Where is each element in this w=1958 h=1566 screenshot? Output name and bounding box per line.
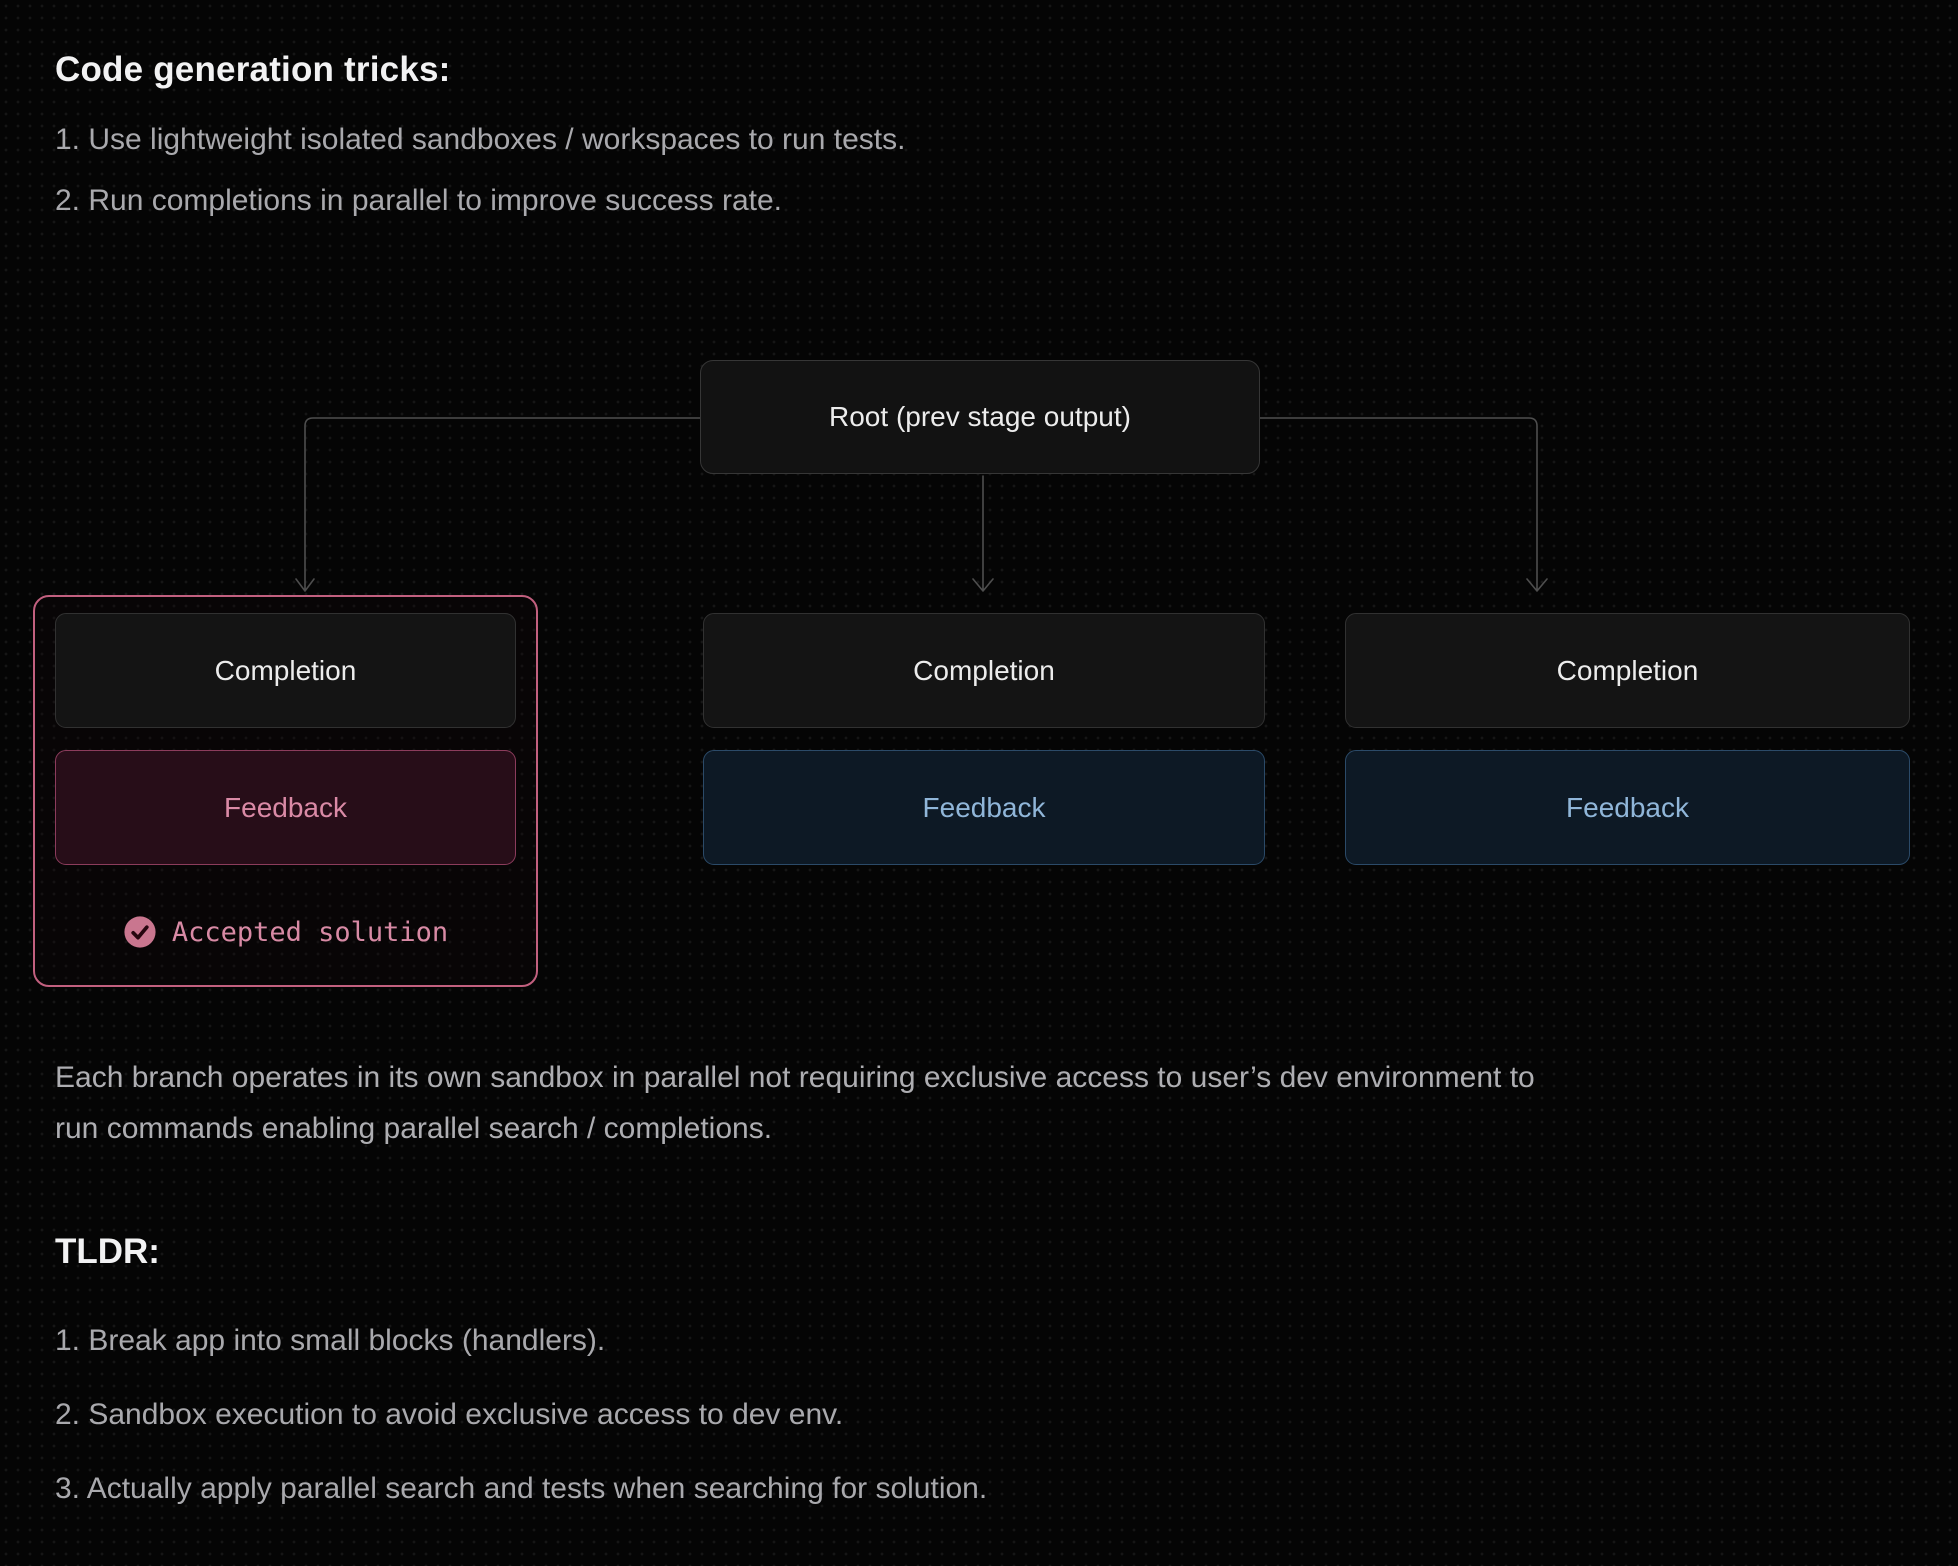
feedback-node-2: Feedback — [703, 750, 1265, 865]
completion-node-3-label: Completion — [1556, 654, 1699, 686]
connector-middle-arrow — [972, 475, 994, 592]
feedback-node-3: Feedback — [1345, 750, 1910, 865]
tldr-list-item-3: 3. Actually apply parallel search and te… — [55, 1472, 988, 1505]
feedback-node-1-label: Feedback — [224, 791, 347, 823]
completion-node-1: Completion — [55, 613, 516, 728]
completion-node-1-label: Completion — [214, 654, 357, 686]
tldr-list-item-1: 1. Break app into small blocks (handlers… — [55, 1324, 606, 1357]
feedback-node-2-label: Feedback — [922, 791, 1046, 823]
root-node-label: Root (prev stage output) — [829, 401, 1131, 432]
check-circle-icon — [124, 916, 156, 948]
tldr-list-item-2: 2. Sandbox execution to avoid exclusive … — [55, 1398, 844, 1431]
intro-list-item-2: 2. Run completions in parallel to improv… — [55, 184, 783, 217]
root-node: Root (prev stage output) — [700, 360, 1260, 474]
completion-node-2: Completion — [703, 613, 1265, 728]
intro-list-item-1: 1. Use lightweight isolated sandboxes / … — [55, 123, 906, 156]
connector-right-arrow — [1259, 417, 1548, 592]
feedback-node-1: Feedback — [55, 750, 516, 865]
connector-left-arrow — [295, 417, 701, 592]
page-title: Code generation tricks: — [55, 50, 451, 89]
accepted-solution-row: Accepted solution — [33, 908, 538, 956]
explanation-paragraph: Each branch operates in its own sandbox … — [55, 1061, 1535, 1145]
feedback-node-3-label: Feedback — [1566, 791, 1689, 823]
accepted-solution-label: Accepted solution — [171, 916, 449, 948]
completion-node-2-label: Completion — [913, 654, 1055, 686]
tldr-title: TLDR: — [55, 1232, 160, 1271]
completion-node-3: Completion — [1345, 613, 1910, 728]
